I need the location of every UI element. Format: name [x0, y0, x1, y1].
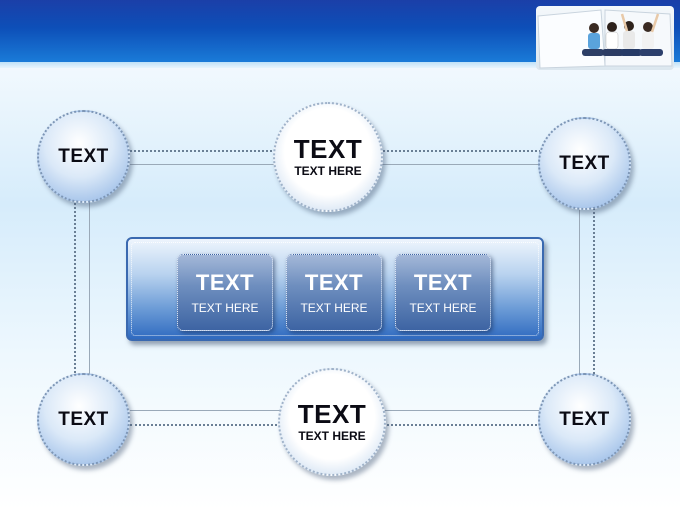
node-title: TEXT [58, 145, 109, 167]
connector-bottom-left-inner [130, 410, 285, 411]
box-title: TEXT [304, 270, 364, 295]
node-top-center: TEXT TEXT HERE [273, 102, 383, 212]
connector-top-right [380, 150, 545, 152]
panel-box: TEXT TEXT HERE [177, 254, 273, 331]
node-title: TEXT [297, 399, 367, 429]
box-subtitle: TEXT HERE [191, 301, 259, 315]
node-subtitle: TEXT HERE [294, 164, 362, 178]
header-strip [0, 62, 680, 68]
connector-right [593, 205, 595, 385]
connector-bottom-right-inner [380, 410, 545, 411]
node-title: TEXT [58, 408, 109, 430]
students-photo [536, 6, 674, 70]
node-title: TEXT [293, 134, 363, 164]
box-title: TEXT [413, 270, 473, 295]
node-top-left: TEXT [37, 110, 130, 203]
connector-bottom-right [380, 424, 545, 426]
box-title: TEXT [195, 270, 255, 295]
node-title: TEXT [559, 152, 610, 174]
connector-left [74, 195, 76, 385]
node-bottom-center: TEXT TEXT HERE [278, 368, 386, 476]
panel-border [131, 242, 539, 336]
node-top-right: TEXT [538, 117, 631, 210]
box-subtitle: TEXT HERE [409, 301, 477, 315]
center-panel: TEXT TEXT HERE TEXT TEXT HERE TEXT TEXT … [126, 237, 544, 341]
node-subtitle: TEXT HERE [298, 429, 366, 443]
panel-box: TEXT TEXT HERE [286, 254, 382, 331]
connector-left-inner [89, 195, 90, 385]
panel-box: TEXT TEXT HERE [395, 254, 491, 331]
node-bottom-left: TEXT [37, 373, 130, 466]
box-subtitle: TEXT HERE [300, 301, 368, 315]
node-bottom-right: TEXT [538, 373, 631, 466]
connector-top-left-inner [130, 164, 280, 165]
node-title: TEXT [559, 408, 610, 430]
connector-top-right-inner [380, 164, 545, 165]
connector-bottom-left [130, 424, 285, 426]
connector-top-left [130, 150, 280, 152]
connector-right-inner [579, 205, 580, 385]
